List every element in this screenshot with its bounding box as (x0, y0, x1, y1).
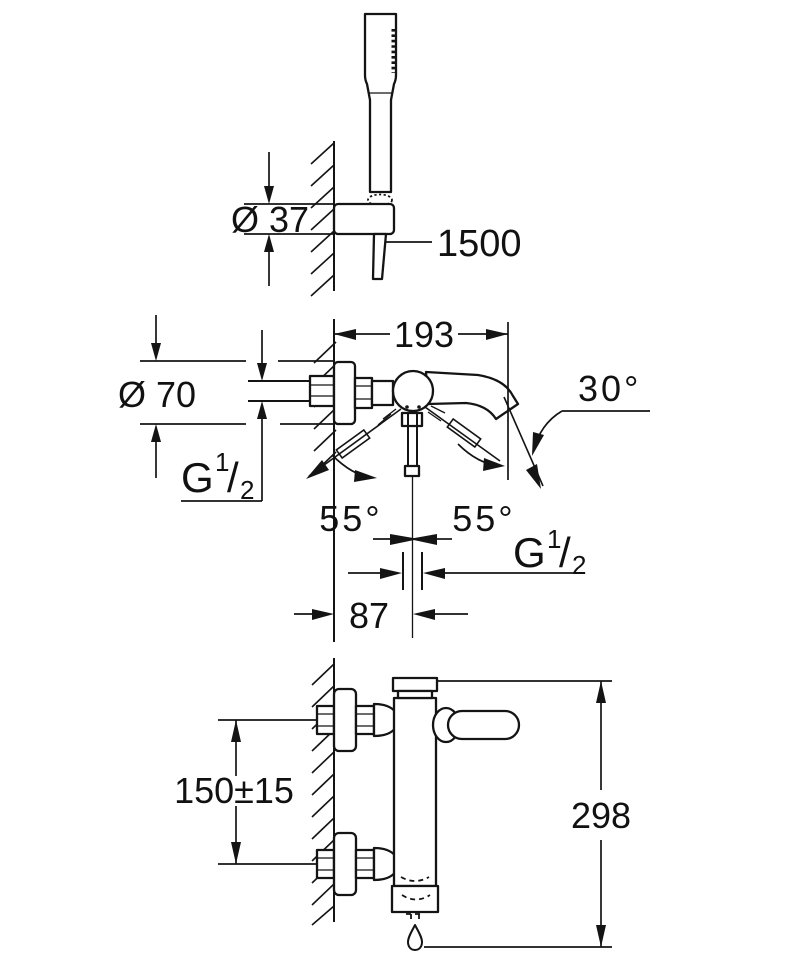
wall-hatching-top (310, 142, 335, 297)
swing-line-right (424, 406, 501, 462)
dim-label-dia37: Ø 37 (231, 199, 309, 240)
dimension-swing-angles: 55° 55° (319, 498, 515, 545)
body-column (392, 696, 438, 888)
dimension-298: 298 (424, 680, 631, 948)
hand-shower-outline (363, 12, 398, 194)
dimension-193: 193 (334, 314, 508, 355)
dimension-hose-length: 1500 (385, 223, 522, 265)
supply-nut-bottom (315, 848, 336, 880)
dimension-dia37: Ø 37 (231, 152, 334, 286)
escutcheon-bottom-side (332, 831, 358, 897)
dimension-outlet-thread: G 1 / 2 (348, 524, 586, 580)
dim-label-55-right: 55° (452, 498, 515, 539)
dim-label-193: 193 (394, 314, 454, 355)
supply-nut-top (315, 704, 336, 736)
dim-label-30deg: 30° (578, 368, 641, 409)
swing-right (424, 406, 505, 471)
dim-label-1500: 1500 (437, 223, 522, 265)
lever-down (400, 411, 424, 478)
hand-shower (363, 12, 398, 207)
dimension-87: 87 (294, 595, 468, 636)
dim-label-87: 87 (349, 595, 389, 636)
supply-hex-nut (308, 374, 336, 408)
escutcheon-front (332, 360, 357, 426)
hidden-edge-body (400, 876, 430, 882)
dim-label-g12-outlet: G 1 / 2 (513, 524, 586, 580)
body-cap-collar (396, 689, 434, 700)
spout (424, 370, 520, 421)
dimension-inlet-thread: G 1 / 2 (181, 330, 267, 505)
mixer-body-side (390, 676, 521, 951)
dimension-dia70: Ø 70 (118, 315, 334, 478)
hand-shower-view: Ø 37 1500 (231, 12, 522, 297)
aerator-dot-right (417, 405, 421, 409)
water-drop (407, 924, 423, 951)
spray-lines (377, 405, 446, 426)
dim-label-g12-inlet: G 1 / 2 (181, 447, 254, 505)
wall-hatching-side (311, 663, 335, 926)
holder-bracket (332, 202, 396, 236)
hex-nut-front (353, 376, 374, 410)
swing-left (306, 408, 402, 482)
dim-label-298: 298 (571, 795, 631, 836)
mixer-front-view: 30° 193 Ø 70 (118, 314, 650, 642)
mixer-side-view: 150±15 298 (174, 658, 631, 951)
ball-collar (400, 411, 424, 428)
lever-phantom-left (335, 428, 371, 460)
supply-pipe (248, 374, 336, 408)
hex-nut-bottom-side (354, 848, 376, 880)
inlet-union-bottom (315, 831, 400, 897)
hidden-edge-outlet (401, 894, 431, 901)
inlet-union-top (315, 687, 400, 753)
escutcheon-top-side (332, 687, 358, 753)
union-nut-front (370, 379, 395, 407)
dimension-spout-angle: 30° (503, 322, 650, 489)
lever-phantom-right (446, 417, 482, 449)
aerator-dot-left (405, 405, 409, 409)
dimension-150: 150±15 (174, 720, 294, 864)
hex-nut-top-side (354, 704, 376, 736)
control-ball (391, 369, 435, 413)
lever-handle-side (446, 709, 521, 741)
dim-label-150: 150±15 (174, 770, 294, 811)
dim-label-dia70: Ø 70 (118, 374, 196, 415)
body-cap (391, 676, 439, 693)
shower-hose (371, 232, 388, 281)
lever-tip (403, 464, 421, 478)
dim-label-55-left: 55° (319, 498, 382, 539)
